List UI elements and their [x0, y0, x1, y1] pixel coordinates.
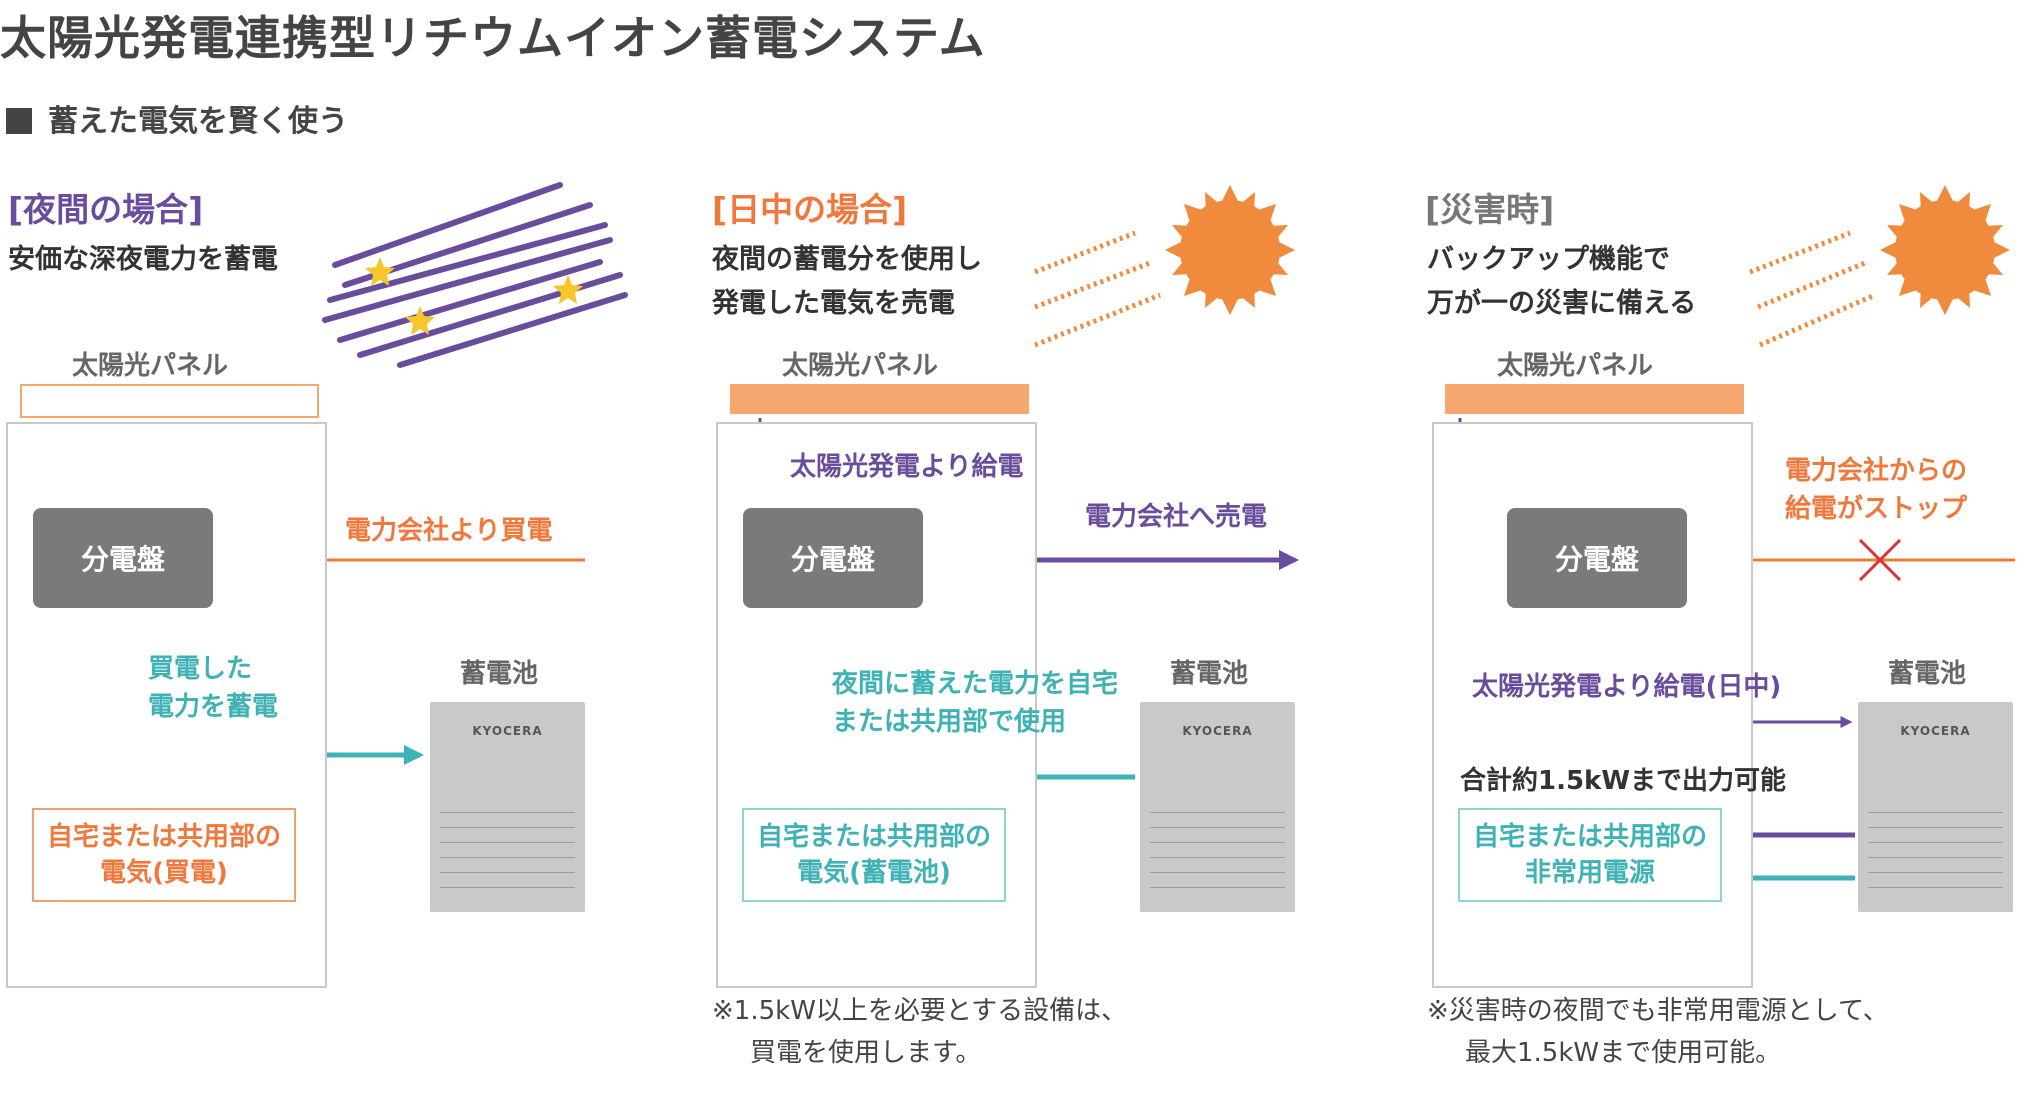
battery-brand: KYOCERA: [472, 724, 543, 738]
square-bullet-icon: [6, 108, 32, 134]
home-electricity-box: 自宅または共用部の 電気(買電): [32, 808, 296, 902]
battery-brand: KYOCERA: [1900, 724, 1971, 738]
battery-icon: KYOCERA: [1858, 702, 2013, 912]
star-icon: [553, 275, 583, 304]
page-title: 太陽光発電連携型リチウムイオン蓄電システム: [0, 11, 986, 65]
night-sky-icon: [322, 182, 628, 368]
solar-panel-label: 太陽光パネル: [782, 351, 939, 381]
solar-supply-label: 太陽光発電より給電: [790, 452, 1024, 482]
distribution-board: 分電盤: [1507, 508, 1687, 608]
star-icon: [405, 306, 435, 335]
emergency-power-box: 自宅または共用部の 非常用電源: [1458, 808, 1722, 902]
star-icon: [365, 257, 395, 286]
section-subtitle: 蓄えた電気を賢く使う: [6, 96, 348, 140]
solar-panel: [730, 384, 1029, 414]
grid-purchase-label: 電力会社より買電: [345, 516, 553, 546]
distribution-board: 分電盤: [743, 508, 923, 608]
disaster-title: [災害時]: [1425, 190, 1555, 229]
battery-icon: KYOCERA: [1140, 702, 1295, 912]
solar-panel-label: 太陽光パネル: [72, 351, 229, 381]
battery-label: 蓄電池: [460, 659, 539, 689]
discharge-label: 夜間に蓄えた電力を自宅 または共用部で使用: [832, 669, 1119, 737]
home-electricity-box: 自宅または共用部の 電気(蓄電池): [742, 808, 1006, 902]
sun-icon: [1034, 185, 1295, 348]
cross-icon: [1858, 538, 1902, 582]
solar-panel-label: 太陽光パネル: [1497, 351, 1654, 381]
solar-panel: [1445, 384, 1744, 414]
charge-label: 買電した 電力を蓄電: [148, 654, 279, 722]
sun-icon: [1749, 185, 2010, 348]
battery-label: 蓄電池: [1888, 659, 1967, 689]
sell-power-label: 電力会社へ売電: [1085, 502, 1268, 532]
output-capacity-label: 合計約1.5kWまで出力可能: [1460, 766, 1787, 796]
day-title: [日中の場合]: [712, 190, 908, 229]
day-note: ※1.5kW以上を必要とする設備は、 買電を使用します。: [712, 996, 1128, 1068]
battery-icon: KYOCERA: [430, 702, 585, 912]
solar-panel: [20, 384, 319, 418]
disaster-desc: バックアップ機能で 万が一の災害に備える: [1427, 244, 1697, 319]
battery-label: 蓄電池: [1170, 659, 1249, 689]
day-desc: 夜間の蓄電分を使用し 発電した電気を売電: [712, 244, 982, 319]
night-desc: 安価な深夜電力を蓄電: [8, 244, 278, 275]
battery-brand: KYOCERA: [1182, 724, 1253, 738]
disaster-note: ※災害時の夜間でも非常用電源として、 最大1.5kWまで使用可能。: [1427, 996, 1889, 1068]
solar-supply-label: 太陽光発電より給電(日中): [1472, 672, 1782, 702]
night-title: [夜間の場合]: [8, 190, 204, 229]
grid-stop-label: 電力会社からの 給電がストップ: [1785, 456, 1968, 524]
distribution-board: 分電盤: [33, 508, 213, 608]
